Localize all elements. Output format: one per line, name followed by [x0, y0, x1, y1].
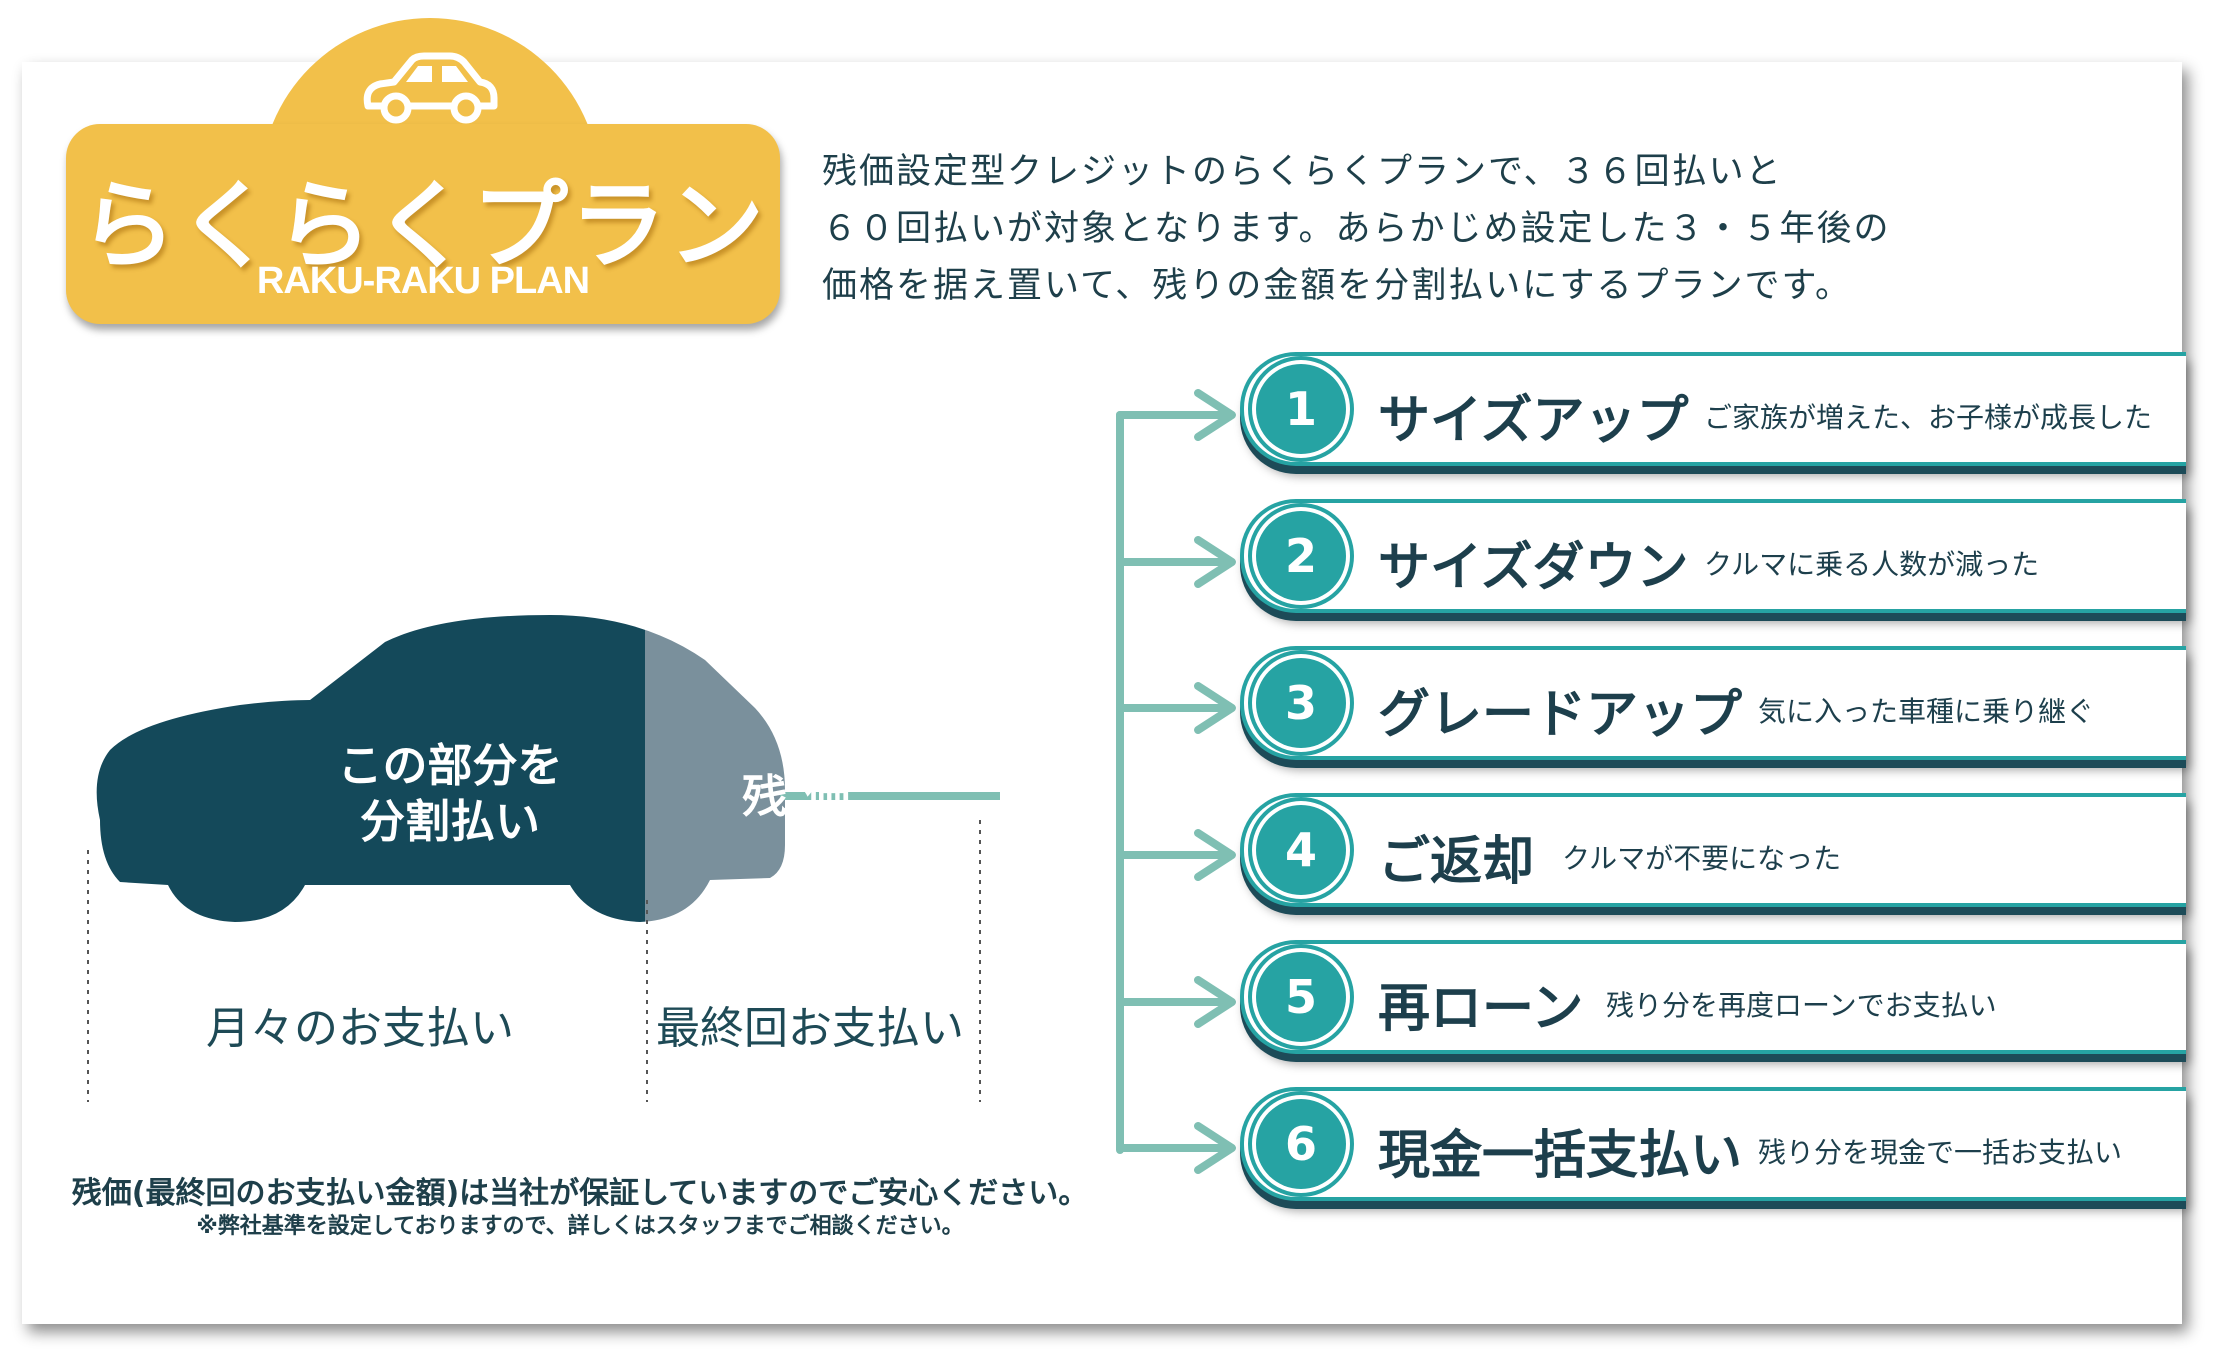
option-number-badge: 3 [1256, 658, 1346, 748]
option-number-badge: 2 [1256, 511, 1346, 601]
option-number-badge: 6 [1256, 1099, 1346, 1189]
page-title: らくらくプラン [80, 170, 766, 282]
option-size-up[interactable]: 1 サイズアップ ご家族が増えた、お子様が成長した [1240, 352, 2186, 466]
option-description: 残り分を再度ローンでお支払い [1606, 989, 1997, 1022]
option-description: ご家族が増えた、お子様が成長した [1704, 401, 2153, 434]
disclaimer-note: ※弊社基準を設定しておりますので、詳しくはスタッフまでご相談ください。 [196, 1214, 964, 1239]
option-title: サイズアップ [1378, 391, 1689, 451]
option-description: 残り分を現金で一括お支払い [1758, 1136, 2123, 1169]
branch-arrows [1116, 389, 1236, 1174]
financed-label-line: 分割払い [359, 795, 540, 848]
intro-text: 残価設定型クレジットのらくらくプランで、３６回払いと ６０回払いが対象となります… [822, 144, 2022, 315]
option-title: サイズダウン [1378, 538, 1689, 598]
car-illustration [87, 615, 1000, 960]
title-badge [66, 124, 780, 324]
option-description: クルマが不要になった [1562, 842, 1842, 875]
option-grade-up[interactable]: 3 グレードアップ 気に入った車種に乗り継ぐ [1240, 646, 2186, 760]
option-title: ご返却 [1378, 832, 1535, 892]
option-title: 現金一括支払い [1378, 1126, 1743, 1186]
financed-label-line: この部分を [337, 739, 563, 792]
intro-line: 残価設定型クレジットのらくらくプランで、３６回払いと [822, 152, 1783, 192]
option-return[interactable]: 4 ご返却 クルマが不要になった [1240, 793, 2186, 907]
final-payment-label: 最終回お支払い [656, 1003, 964, 1054]
page-subtitle: RAKU-RAKU PLAN [256, 260, 590, 302]
option-cash-payment[interactable]: 6 現金一括支払い 残り分を現金で一括お支払い [1240, 1087, 2186, 1201]
option-description: クルマに乗る人数が減った [1704, 548, 2040, 581]
option-description: 気に入った車種に乗り継ぐ [1758, 695, 2095, 728]
financed-label: この部分を 分割払い [290, 738, 610, 850]
option-number-badge: 1 [1256, 364, 1346, 454]
monthly-payment-label: 月々のお支払い [206, 1003, 514, 1054]
option-size-down[interactable]: 2 サイズダウン クルマに乗る人数が減った [1240, 499, 2186, 613]
residual-label: 残価 [741, 770, 868, 823]
guide-lines-lower [87, 960, 981, 1102]
guarantee-note: 残価(最終回のお支払い金額)は当社が保証していますのでご安心ください。 [71, 1176, 1089, 1211]
car-icon [363, 52, 498, 124]
option-re-loan[interactable]: 5 再ローン 残り分を再度ローンでお支払い [1240, 940, 2186, 1054]
option-number-badge: 4 [1256, 805, 1346, 895]
option-title: グレードアップ [1378, 685, 1743, 745]
intro-line: ６０回払いが対象となります。あらかじめ設定した３・５年後の [822, 209, 1891, 249]
option-title: 再ローン [1378, 979, 1584, 1039]
option-number-badge: 5 [1256, 952, 1346, 1042]
intro-line: 価格を据え置いて、残りの金額を分割払いにするプランです。 [822, 266, 1853, 306]
